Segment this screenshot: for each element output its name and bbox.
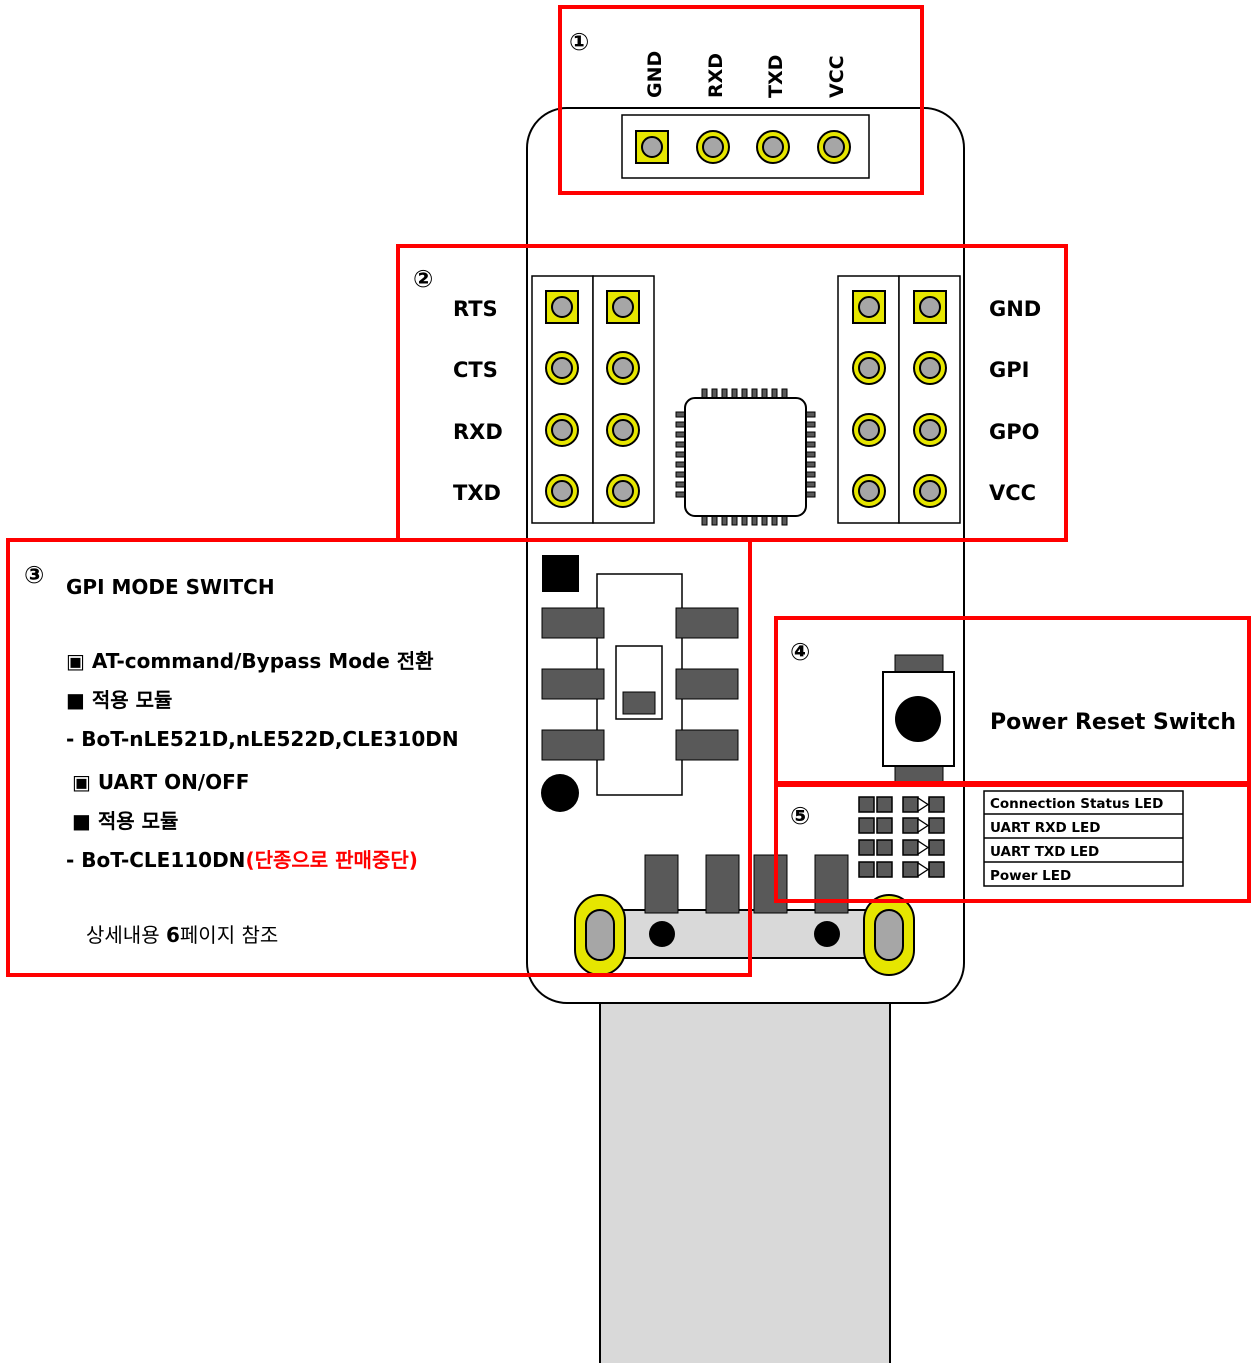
section-number-4: ④ [790, 638, 810, 666]
pin-hole [551, 296, 573, 318]
led-label-uart-txd: UART TXD LED [990, 844, 1099, 860]
pin-hole [551, 480, 573, 502]
diode-icon [917, 796, 930, 878]
led-label-power: Power LED [990, 868, 1071, 884]
gpi-mode-switch [541, 555, 739, 812]
pin-hole [702, 136, 724, 158]
chip-body [684, 397, 807, 517]
at-command-heading: ▣ AT-command/Bypass Mode 전환 [66, 649, 434, 673]
pin-hole [762, 136, 784, 158]
pin-hole [919, 296, 941, 318]
pin-hole [858, 480, 880, 502]
pin-hole [612, 480, 634, 502]
pin-hole [858, 419, 880, 441]
page-reference: 상세내용 6페이지 참조 [86, 923, 278, 947]
connector-lead [705, 854, 740, 914]
connector-hole [649, 921, 675, 947]
pin-hole [612, 357, 634, 379]
pin-label-txd: TXD [453, 481, 501, 505]
pin-label-vcc: VCC [989, 481, 1036, 505]
page-reference-suffix: 페이지 참조 [180, 923, 278, 947]
pin-hole [823, 136, 845, 158]
ribbon-cable [599, 954, 891, 1363]
bluetooth-module-chip [675, 388, 816, 526]
page-reference-number: 6 [166, 923, 180, 947]
power-reset-switch [882, 654, 955, 783]
right-headers [837, 275, 961, 524]
pin-hole [858, 296, 880, 318]
top-pin-label-gnd: GND [644, 51, 666, 98]
pin-label-gpi: GPI [989, 358, 1029, 382]
pin-hole [919, 357, 941, 379]
switch-actuator [622, 691, 656, 715]
left-headers [531, 275, 655, 524]
callout-box-1 [558, 5, 924, 195]
switch-lead [541, 729, 605, 761]
module-name: - BoT-CLE110DN [66, 848, 245, 872]
top-pin-label-txd: TXD [765, 55, 787, 98]
pin-label-rxd: RXD [453, 420, 503, 444]
pin-label-gnd: GND [989, 297, 1041, 321]
pin-hole [612, 419, 634, 441]
callout-boxes [6, 5, 1251, 977]
cable-connector [602, 909, 889, 959]
pin-label-gpo: GPO [989, 420, 1039, 444]
pin1-marker [542, 555, 579, 592]
top-header-pins [635, 130, 851, 164]
pin-hole [858, 357, 880, 379]
led-label-connection-status: Connection Status LED [990, 796, 1163, 812]
led-label-uart-rxd: UART RXD LED [990, 820, 1100, 836]
status-led-array [858, 796, 945, 878]
section-number-2: ② [413, 265, 433, 293]
switch-lead [675, 607, 739, 639]
applied-module-list: - BoT-nLE521D,nLE522D,CLE310DN [66, 727, 459, 751]
connector-lead [644, 854, 679, 914]
callout-box-3 [6, 538, 752, 977]
top-pin-label-vcc: VCC [826, 55, 848, 98]
connector-lead [753, 854, 788, 914]
pin-label-rts: RTS [453, 297, 498, 321]
connector-hole [814, 921, 840, 947]
switch-lead [541, 668, 605, 700]
pin-label-cts: CTS [453, 358, 498, 382]
pin-hole [919, 480, 941, 502]
applied-module-heading: ■ 적용 모듈 [66, 688, 172, 712]
power-reset-label: Power Reset Switch [990, 710, 1236, 735]
section-number-5: ⑤ [790, 802, 810, 830]
switch-marker [541, 774, 579, 812]
mount-hole [585, 909, 615, 961]
uart-onoff-heading: ▣ UART ON/OFF [72, 770, 249, 794]
button-lead [894, 654, 944, 674]
button-cap [895, 696, 941, 742]
top-pin-label-rxd: RXD [705, 53, 727, 98]
pin-hole [641, 136, 663, 158]
pin-hole [551, 357, 573, 379]
led-legend-table: Connection Status LED UART RXD LED UART … [983, 790, 1184, 887]
pin-hole [612, 296, 634, 318]
section-number-1: ① [569, 28, 589, 56]
pin-hole [551, 419, 573, 441]
switch-lead [541, 607, 605, 639]
applied-module-list-2: - BoT-CLE110DN(단종으로 판매중단) [66, 848, 418, 872]
mount-hole [874, 909, 904, 961]
switch-lead [675, 729, 739, 761]
switch-lead [675, 668, 739, 700]
applied-module-heading-2: ■ 적용 모듈 [72, 809, 178, 833]
connector-lead [814, 854, 849, 914]
pcb-board [526, 107, 965, 1004]
section-number-3: ③ [24, 561, 44, 589]
pin-hole [919, 419, 941, 441]
discontinued-note: (단종으로 판매중단) [245, 848, 417, 872]
gpi-switch-title: GPI MODE SWITCH [66, 575, 275, 599]
page-reference-prefix: 상세내용 [86, 923, 166, 947]
callout-box-5 [774, 783, 1251, 903]
